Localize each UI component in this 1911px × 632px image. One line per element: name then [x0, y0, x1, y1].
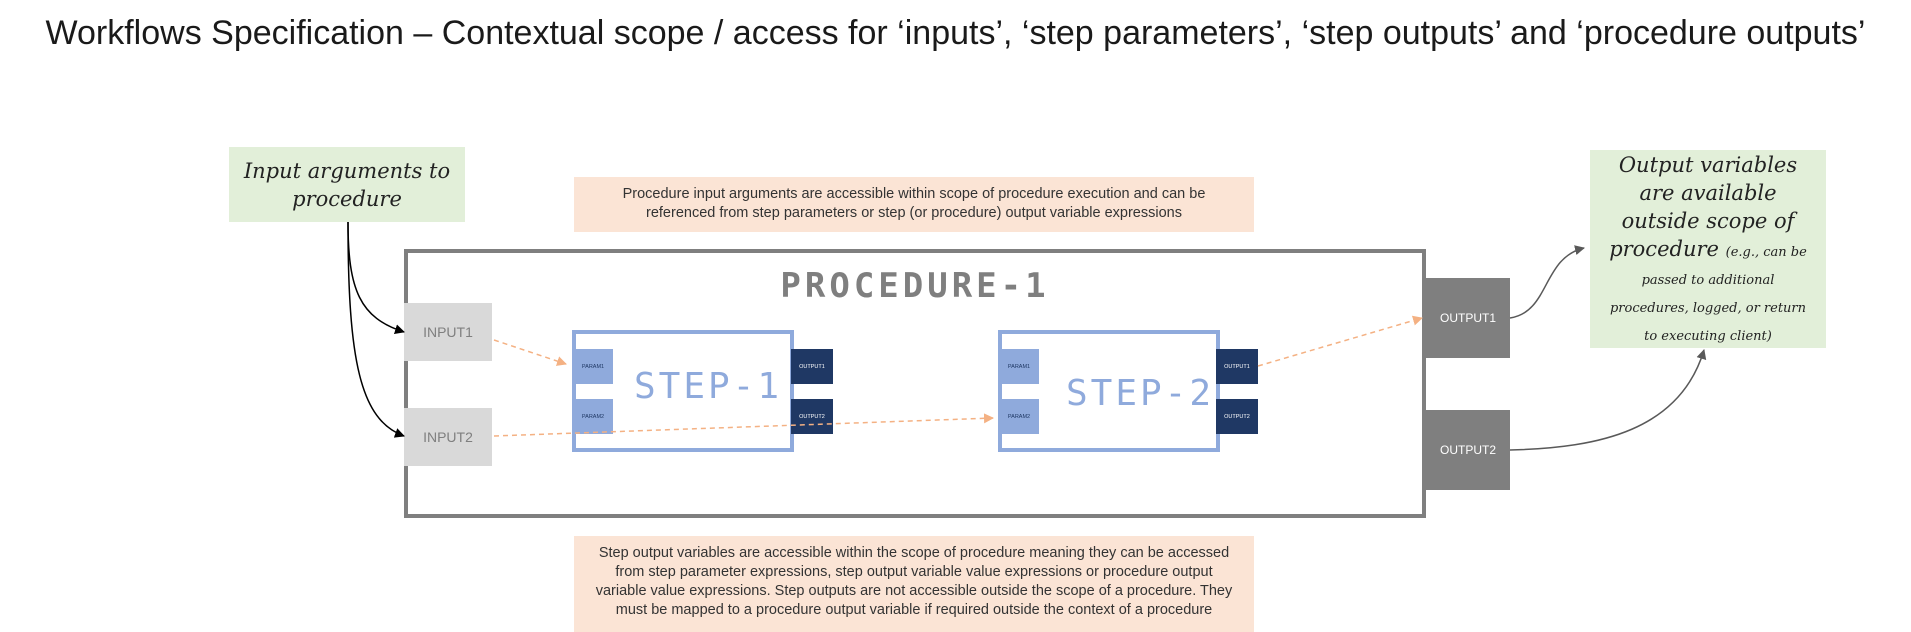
step-1-label: STEP-1 — [633, 366, 783, 407]
procedure-input-1: INPUT1 — [404, 303, 492, 361]
procedure-output-1-label: OUTPUT1 — [1439, 311, 1496, 325]
step-1-param-2-label: PARAM2 — [581, 413, 605, 420]
step-1-param-1-label: PARAM1 — [581, 363, 605, 370]
page-title: Workflows Specification – Contextual sco… — [45, 14, 1866, 52]
input-scope-note: Procedure input arguments are accessible… — [574, 177, 1254, 232]
inputs-note: Input arguments to procedure — [229, 147, 465, 222]
arrow-step2-output1-to-procedure-output1 — [1257, 315, 1423, 367]
arrow-args-to-input1 — [347, 221, 405, 335]
step-2-output-2: OUTPUT2 — [1216, 399, 1258, 434]
inputs-note-text: Input arguments to procedure — [243, 158, 451, 211]
arrow-input2-to-step2-param2 — [493, 413, 994, 437]
step-1-output-2: OUTPUT2 — [791, 399, 833, 434]
procedure-input-2-label: INPUT2 — [423, 429, 473, 445]
step-2-label: STEP-2 — [1065, 373, 1215, 414]
procedure-input-2: INPUT2 — [404, 408, 492, 466]
step-2-output-2-label: OUTPUT2 — [1224, 413, 1250, 420]
output-scope-note: Step output variables are accessible wit… — [574, 536, 1254, 632]
arrow-args-to-input2 — [347, 221, 405, 438]
step-1-output-1: OUTPUT1 — [791, 349, 833, 384]
step-1-param-1: PARAM1 — [573, 349, 613, 384]
step-2-param-1-label: PARAM1 — [1007, 363, 1031, 370]
step-1-output-1-label: OUTPUT1 — [799, 363, 825, 370]
procedure-input-1-label: INPUT1 — [423, 324, 473, 340]
arrow-input1-to-step1-param1 — [493, 339, 567, 366]
procedure-output-2: OUTPUT2 — [1426, 410, 1510, 490]
procedure-label: PROCEDURE-1 — [780, 266, 1050, 306]
procedure-output-1: OUTPUT1 — [1426, 278, 1510, 358]
outputs-note-text: Output variables are available outside s… — [1609, 153, 1798, 261]
step-2-param-1: PARAM1 — [999, 349, 1039, 384]
step-1-output-2-label: OUTPUT2 — [799, 413, 825, 420]
arrow-output1-to-note — [1509, 245, 1585, 319]
procedure-output-2-label: OUTPUT2 — [1439, 443, 1496, 457]
step-2-param-2-label: PARAM2 — [1007, 413, 1031, 420]
outputs-note-small: (e.g., can be passed to additional proce… — [1609, 245, 1807, 344]
step-2-param-2: PARAM2 — [999, 399, 1039, 434]
step-1-param-2: PARAM2 — [573, 399, 613, 434]
step-2-output-1-label: OUTPUT1 — [1224, 363, 1250, 370]
step-2-output-1: OUTPUT1 — [1216, 349, 1258, 384]
arrow-output2-to-note — [1509, 349, 1707, 451]
outputs-note: Output variables are available outside s… — [1590, 150, 1826, 348]
